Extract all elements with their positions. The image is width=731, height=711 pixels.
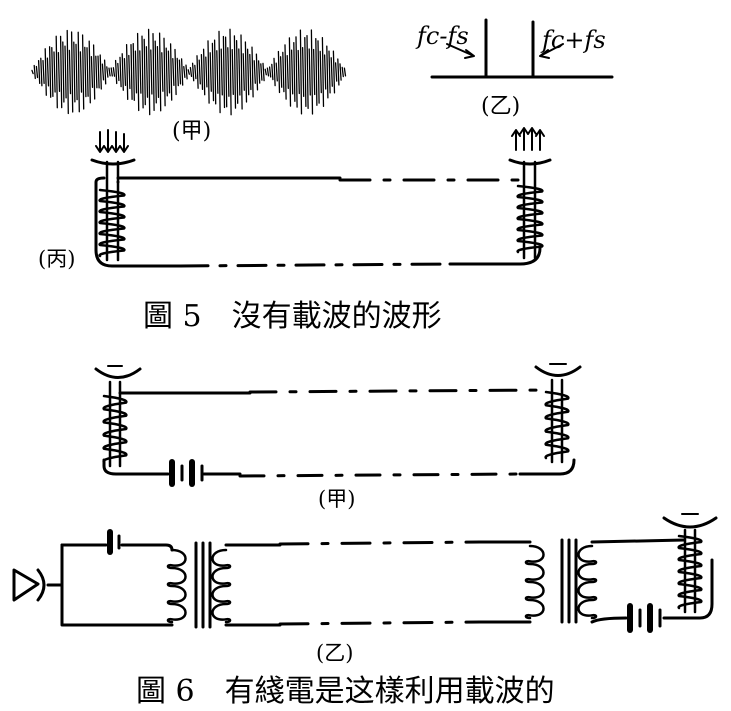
microphone-6b <box>12 568 64 602</box>
telephone-right-5 <box>508 127 552 260</box>
label-jia-6: (甲) <box>318 487 355 511</box>
battery-6b-left <box>107 529 121 555</box>
figure6: (甲) <box>12 363 718 709</box>
battery-6a <box>169 459 204 487</box>
spectrum-plot <box>430 18 614 79</box>
modulated-waveform <box>31 28 347 116</box>
label-jia-5: (甲) <box>172 119 211 144</box>
telephone-left-5 <box>90 129 136 262</box>
circuit-local-left <box>60 543 174 627</box>
circuit-local-right <box>590 538 714 624</box>
label-yi-5: (乙) <box>481 94 520 119</box>
carrier-line-6b <box>224 540 532 627</box>
telephone-right-6b <box>662 513 718 614</box>
telephone-left-6 <box>94 365 142 468</box>
caption-figure5: 圖 5 沒有載波的波形 <box>143 299 442 334</box>
spectrum-label-upper: fc+fs <box>540 26 606 54</box>
caption-figure6: 圖 6 有綫電是这樣利用載波的 <box>136 674 555 709</box>
telephone-right-6 <box>534 363 582 464</box>
transformer-left <box>166 541 232 629</box>
transformer-right <box>524 538 598 624</box>
spectrum-label-lower: fc-fs <box>415 22 469 50</box>
battery-6b-right <box>627 603 662 633</box>
label-yi-6: (乙) <box>316 641 353 665</box>
figure5: (甲) fc-fs fc+fs (乙) <box>31 18 614 334</box>
label-bing-5: (丙) <box>38 247 75 271</box>
telephone-line-5 <box>94 176 542 268</box>
telephone-line-6a <box>102 388 576 478</box>
